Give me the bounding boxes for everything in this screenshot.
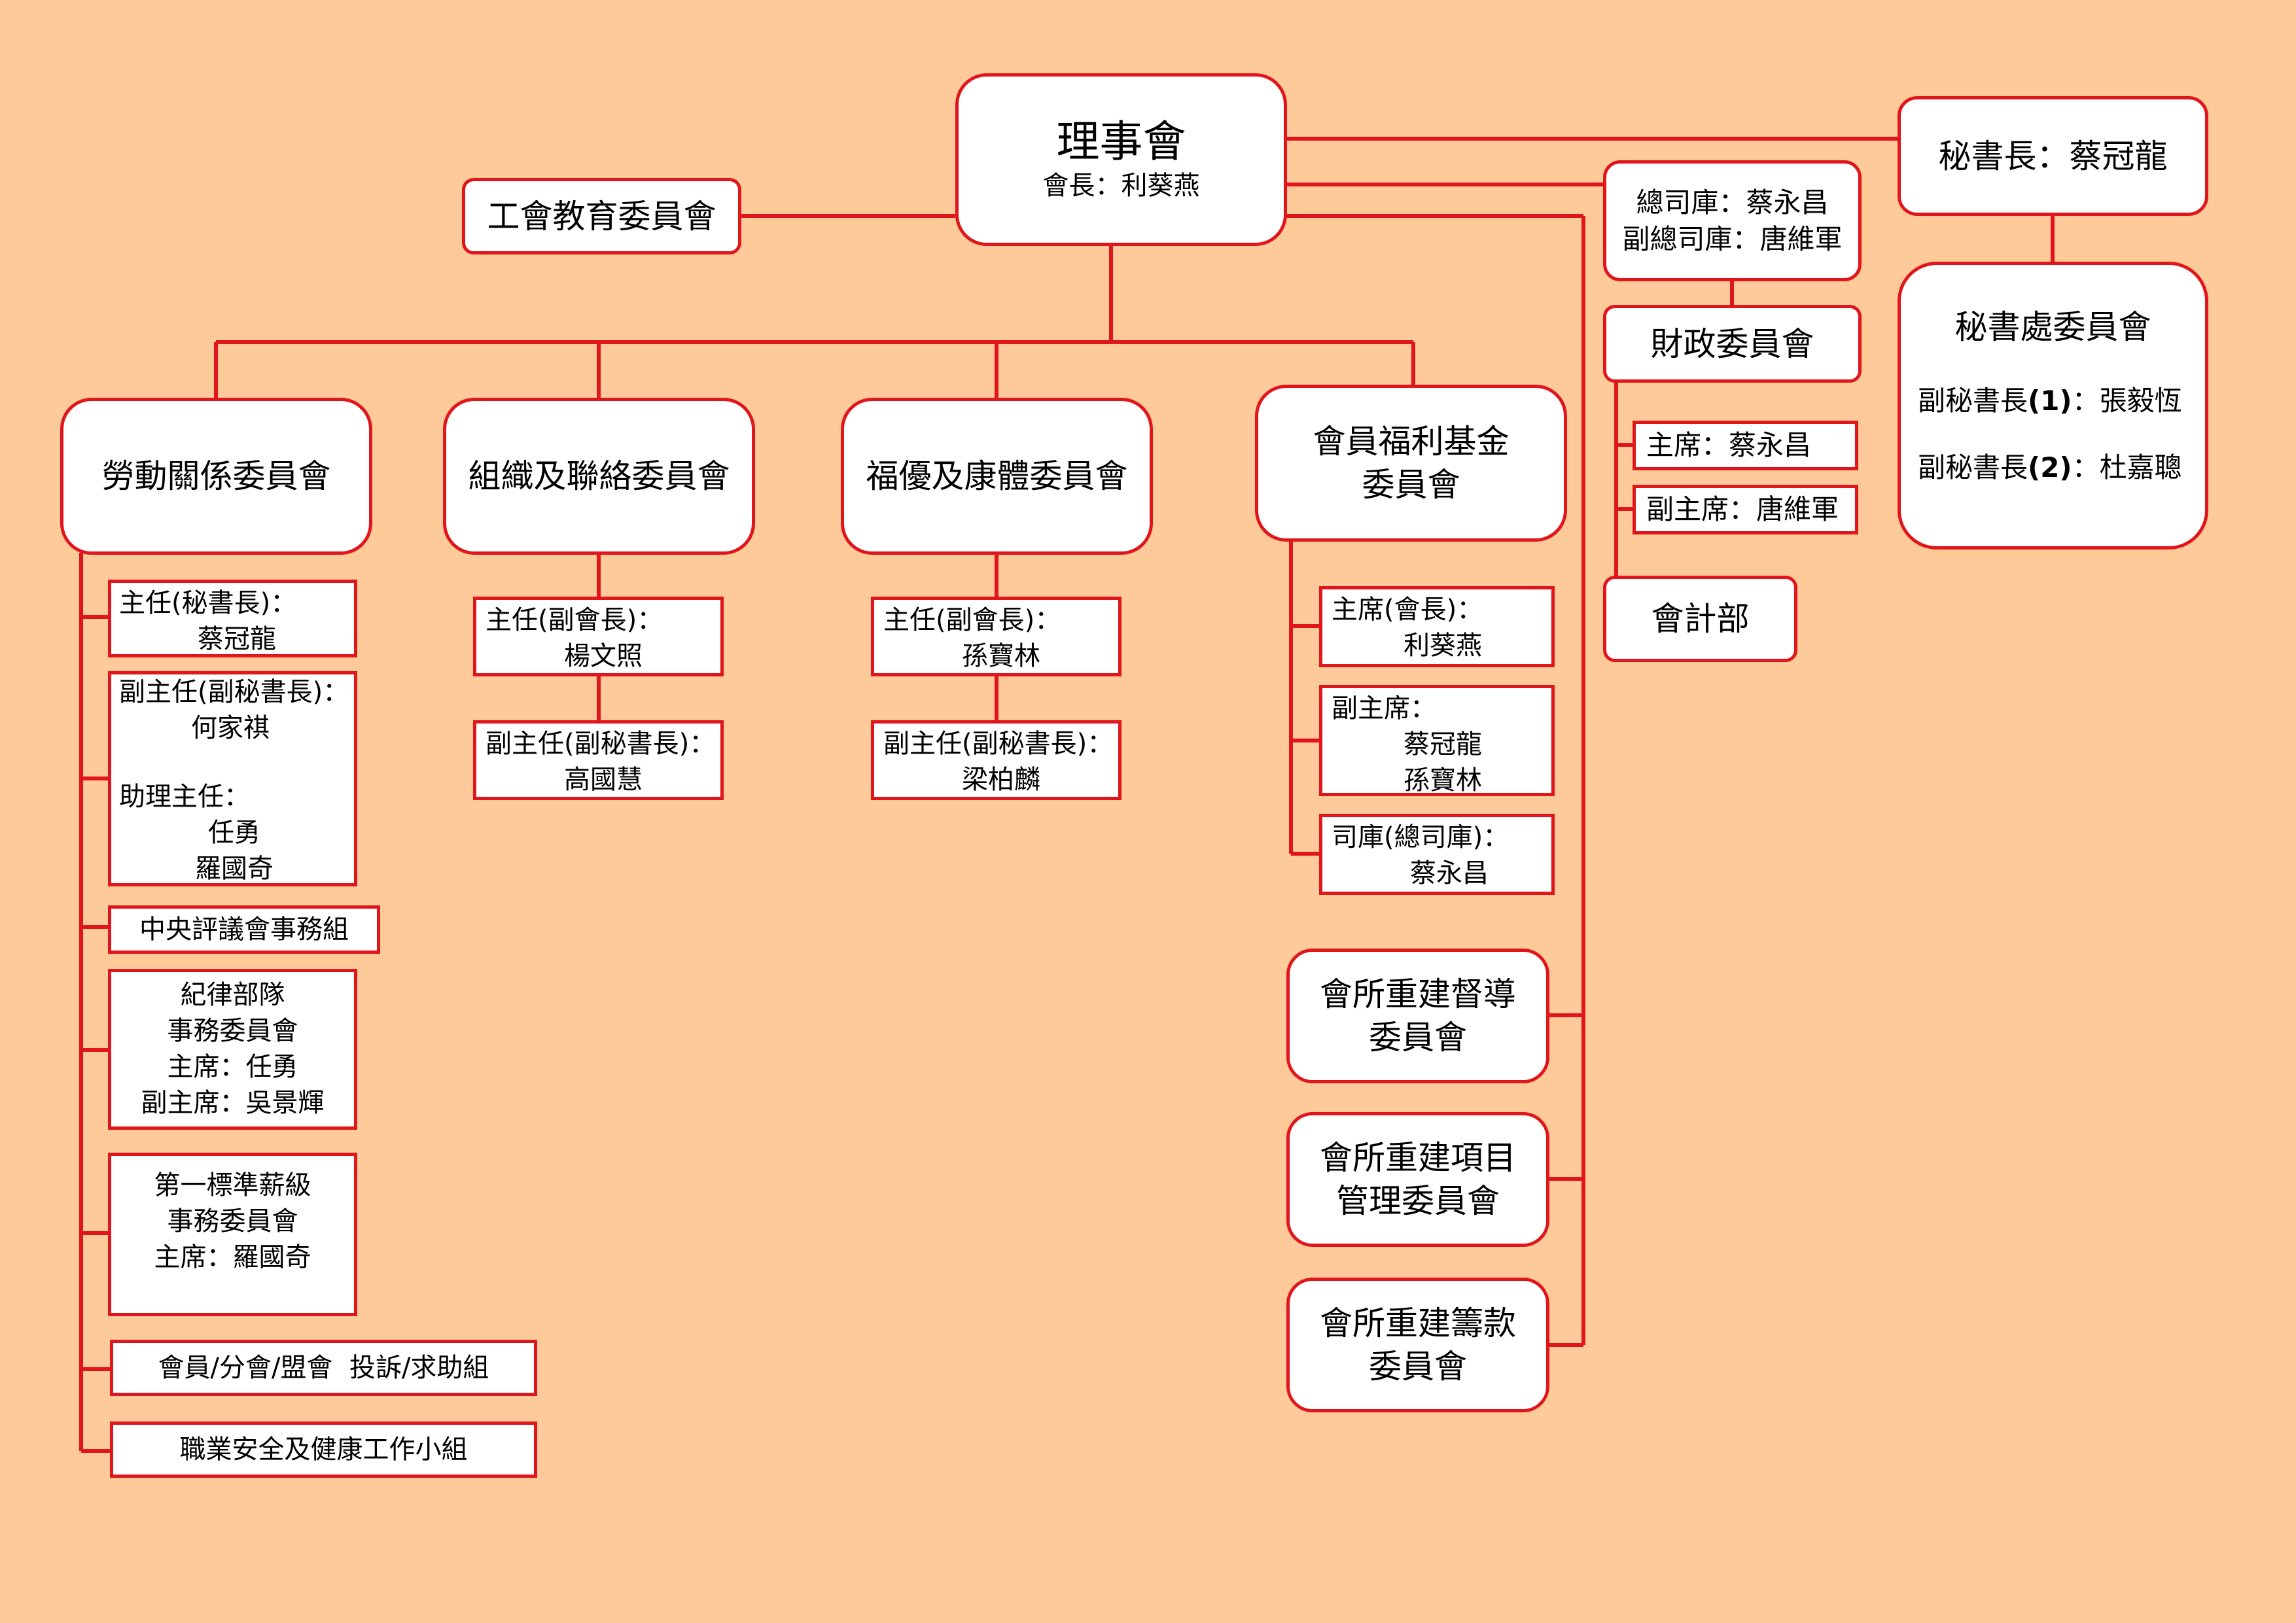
finance-chair: 主席：蔡永昌 bbox=[1646, 429, 1812, 461]
secretariat-deputy-2: 副秘書長(2)：杜嘉聰 bbox=[1918, 449, 2182, 486]
treasurer-line-2: 副總司庫：唐維軍 bbox=[1622, 222, 1843, 255]
rebuild-project-line-2: 管理委員會 bbox=[1336, 1182, 1500, 1220]
finance-committee-box: 財政委員會 bbox=[1603, 305, 1862, 383]
labour-director-label: 主任(秘書長)： bbox=[119, 588, 297, 618]
secretariat-deputy-2-label: 副秘書長 bbox=[1918, 451, 2028, 483]
accounting-dept-title: 會計部 bbox=[1651, 600, 1750, 638]
fund-vice-label: 副主席： bbox=[1332, 693, 1436, 724]
labour-relations-title: 勞動關係委員會 bbox=[101, 457, 331, 495]
secretariat-deputy-2-name: ：杜嘉聰 bbox=[2072, 451, 2182, 483]
secretariat-deputy-1: 副秘書長(1)：張毅恆 bbox=[1918, 383, 2182, 419]
finance-vice-chair: 副主席：唐維軍 bbox=[1646, 493, 1839, 525]
fund-vice-2: 孫寶林 bbox=[1404, 765, 1482, 795]
treasurer-box: 總司庫：蔡永昌 副總司庫：唐維軍 bbox=[1603, 160, 1862, 281]
organisation-director-name: 楊文照 bbox=[564, 641, 643, 671]
finance-chair-box: 主席：蔡永昌 bbox=[1633, 421, 1858, 470]
labour-assistant-2: 羅國奇 bbox=[195, 854, 274, 884]
welfare-director-box: 主任(副會長)： 孫寶林 bbox=[871, 597, 1122, 676]
first-salary-box: 第一標準薪級 事務委員會 主席：羅國奇 bbox=[108, 1153, 357, 1316]
labour-relations-committee-box: 勞動關係委員會 bbox=[60, 398, 372, 555]
secretary-general-box: 秘書長：蔡冠龍 bbox=[1898, 96, 2208, 216]
organisation-committee-box: 組織及聯絡委員會 bbox=[443, 398, 755, 555]
welfare-director-name: 孫寶林 bbox=[962, 641, 1040, 671]
disciplined-line-4: 副主席：吳景輝 bbox=[141, 1088, 325, 1118]
fund-title-line-2: 委員會 bbox=[1362, 466, 1460, 504]
organisation-deputy-label: 副主任(副秘書長)： bbox=[486, 729, 716, 759]
board-box: 理事會 會長：利葵燕 bbox=[955, 73, 1287, 246]
fund-vice-box: 副主席： 蔡冠龍 孫寶林 bbox=[1319, 685, 1555, 796]
welfare-deputy-label: 副主任(副秘書長)： bbox=[883, 729, 1114, 759]
organisation-deputy-name: 高國慧 bbox=[564, 765, 643, 795]
complaints-box: 會員/分會/盟會 投訴/求助組 bbox=[110, 1340, 537, 1396]
central-council-title: 中央評議會事務組 bbox=[139, 914, 349, 945]
labour-director-name: 蔡冠龍 bbox=[198, 624, 276, 654]
board-title: 理事會 bbox=[1056, 116, 1186, 167]
education-committee-box: 工會教育委員會 bbox=[462, 178, 741, 254]
labour-assistant-1: 任勇 bbox=[208, 818, 260, 848]
organisation-director-label: 主任(副會長)： bbox=[486, 605, 663, 635]
fund-chair-name: 利葵燕 bbox=[1404, 631, 1482, 661]
disciplined-services-box: 紀律部隊 事務委員會 主席：任勇 副主席：吳景輝 bbox=[108, 969, 357, 1130]
secretariat-title: 秘書處委員會 bbox=[1954, 308, 2151, 346]
treasurer-line-1: 總司庫：蔡永昌 bbox=[1636, 186, 1829, 218]
welfare-director-label: 主任(副會長)： bbox=[883, 605, 1061, 635]
salary-line-2: 事務委員會 bbox=[167, 1206, 298, 1236]
welfare-committee-box: 福優及康體委員會 bbox=[841, 398, 1153, 555]
organisation-deputy-box: 副主任(副秘書長)： 高國慧 bbox=[473, 720, 724, 800]
finance-vice-chair-box: 副主席：唐維軍 bbox=[1633, 485, 1858, 534]
fund-chair-box: 主席(會長)： 利葵燕 bbox=[1319, 586, 1555, 667]
welfare-deputy-name: 梁柏麟 bbox=[962, 765, 1040, 795]
fund-treasurer-name: 蔡永昌 bbox=[1410, 858, 1489, 888]
labour-assistant-label: 助理主任： bbox=[119, 782, 250, 812]
rebuild-supervision-line-1: 會所重建督導 bbox=[1320, 975, 1516, 1013]
spacer bbox=[119, 746, 354, 779]
secretariat-deputy-2-num: (2) bbox=[2028, 451, 2072, 483]
organisation-director-box: 主任(副會長)： 楊文照 bbox=[473, 597, 724, 676]
complaints-title: 會員/分會/盟會 投訴/求助組 bbox=[158, 1352, 489, 1383]
rebuild-project-line-1: 會所重建項目 bbox=[1320, 1139, 1516, 1177]
education-committee-title: 工會教育委員會 bbox=[487, 197, 716, 236]
labour-deputy-box: 副主任(副秘書長)： 何家祺 助理主任： 任勇 羅國奇 bbox=[108, 671, 357, 886]
labour-deputy-label: 副主任(副秘書長)： bbox=[119, 677, 349, 707]
disciplined-line-1: 紀律部隊 bbox=[180, 980, 285, 1010]
disciplined-line-2: 事務委員會 bbox=[167, 1016, 298, 1046]
rebuild-supervision-box: 會所重建督導 委員會 bbox=[1286, 949, 1549, 1083]
fund-treasurer-box: 司庫(總司庫)： 蔡永昌 bbox=[1319, 814, 1555, 895]
rebuild-fundraising-line-2: 委員會 bbox=[1369, 1348, 1467, 1386]
secretariat-committee-box: 秘書處委員會 副秘書長(1)：張毅恆 副秘書長(2)：杜嘉聰 bbox=[1898, 262, 2208, 550]
rebuild-fundraising-line-1: 會所重建籌款 bbox=[1320, 1304, 1516, 1342]
welfare-title: 福優及康體委員會 bbox=[866, 457, 1128, 495]
salary-line-3: 主席：羅國奇 bbox=[154, 1242, 311, 1272]
safety-box: 職業安全及健康工作小組 bbox=[110, 1422, 537, 1478]
organisation-title: 組織及聯絡委員會 bbox=[468, 457, 730, 495]
rebuild-supervision-line-2: 委員會 bbox=[1369, 1019, 1467, 1056]
secretariat-deputy-1-label: 副秘書長 bbox=[1918, 385, 2028, 417]
disciplined-line-3: 主席：任勇 bbox=[167, 1052, 298, 1082]
finance-committee-title: 財政委員會 bbox=[1650, 324, 1814, 363]
labour-deputy-name: 何家祺 bbox=[191, 713, 270, 743]
secretariat-deputy-1-num: (1) bbox=[2028, 385, 2072, 417]
fund-title-line-1: 會員福利基金 bbox=[1313, 423, 1510, 461]
welfare-deputy-box: 副主任(副秘書長)： 梁柏麟 bbox=[871, 720, 1122, 800]
accounting-dept-box: 會計部 bbox=[1603, 576, 1797, 662]
secretary-general-title: 秘書長：蔡冠龍 bbox=[1938, 137, 2168, 175]
fund-vice-1: 蔡冠龍 bbox=[1404, 729, 1482, 759]
central-council-box: 中央評議會事務組 bbox=[108, 905, 380, 954]
salary-line-1: 第一標準薪級 bbox=[154, 1170, 311, 1200]
safety-title: 職業安全及健康工作小組 bbox=[179, 1434, 468, 1465]
rebuild-fundraising-box: 會所重建籌款 委員會 bbox=[1286, 1278, 1549, 1412]
labour-director-box: 主任(秘書長)： 蔡冠龍 bbox=[108, 580, 357, 657]
fund-treasurer-label: 司庫(總司庫)： bbox=[1332, 822, 1510, 852]
secretariat-deputy-1-name: ：張毅恆 bbox=[2072, 385, 2182, 417]
welfare-fund-committee-box: 會員福利基金 委員會 bbox=[1255, 385, 1567, 542]
fund-chair-label: 主席(會長)： bbox=[1332, 595, 1483, 625]
rebuild-project-box: 會所重建項目 管理委員會 bbox=[1286, 1112, 1549, 1247]
board-president: 會長：利葵燕 bbox=[1042, 170, 1200, 201]
